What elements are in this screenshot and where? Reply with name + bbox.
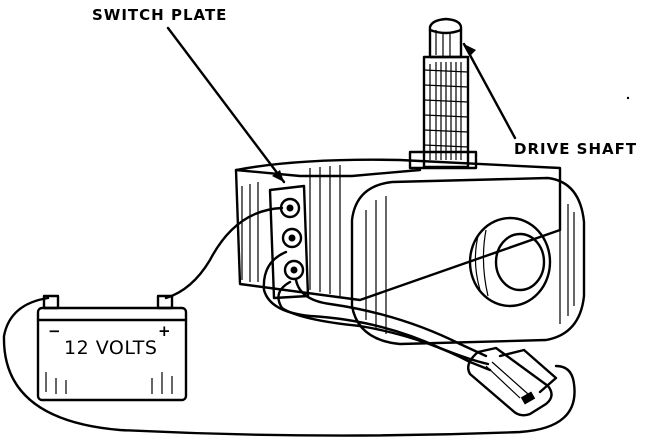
connector-plug — [467, 346, 558, 417]
terminal-screw — [279, 197, 301, 219]
drive-shaft-label: DRIVE SHAFT — [514, 140, 637, 158]
battery: − + 12 VOLTS — [36, 294, 188, 402]
wire-harness — [262, 250, 558, 417]
battery-plus-sign: + — [158, 322, 171, 340]
motor-housing — [234, 158, 586, 346]
terminal-screw — [281, 227, 303, 249]
battery-voltage-label: 12 VOLTS — [64, 337, 157, 359]
terminal-screw — [283, 259, 305, 281]
drive-shaft-callout: DRIVE SHAFT — [462, 42, 637, 158]
ink-speck — [626, 96, 630, 100]
test-wire — [2, 206, 576, 437]
switch-plate-label: SWITCH PLATE — [92, 6, 227, 24]
switch-plate-callout: SWITCH PLATE — [92, 6, 286, 184]
drive-shaft — [408, 17, 478, 170]
battery-minus-sign: − — [48, 322, 61, 340]
